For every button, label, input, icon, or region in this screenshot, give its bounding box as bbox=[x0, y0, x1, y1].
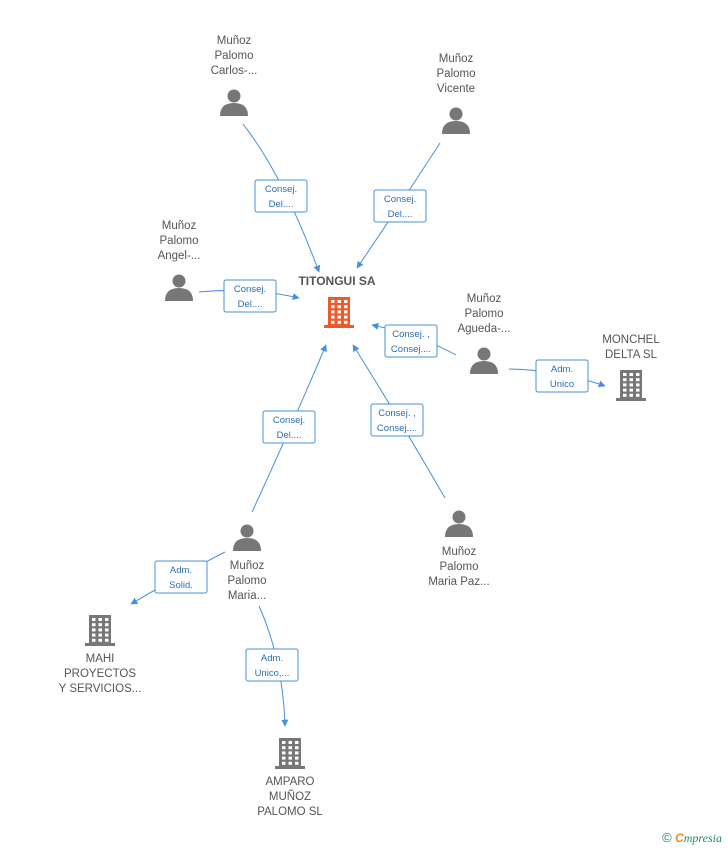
person-icon[interactable] bbox=[233, 524, 261, 552]
footer-brand: © Cmpresia bbox=[662, 830, 722, 846]
person-icon[interactable] bbox=[470, 347, 498, 375]
edge-role-text: Consej. ,Consej.... bbox=[391, 329, 431, 355]
edge-label-maria-amparo[interactable]: Adm.Unico,... bbox=[245, 648, 299, 682]
edge-vicente-center: Consej.Del.... bbox=[356, 142, 441, 269]
person-icon[interactable] bbox=[165, 274, 193, 302]
edge-angel-center: Consej.Del.... bbox=[198, 279, 300, 313]
brand-initial: C bbox=[675, 831, 684, 845]
building-icon[interactable] bbox=[275, 738, 305, 769]
building-icon[interactable] bbox=[616, 370, 646, 401]
edge-label-angel-center[interactable]: Consej.Del.... bbox=[223, 279, 277, 313]
edge-role-text: Adm.Unico bbox=[550, 364, 574, 390]
edge-role-text: Adm.Unico,... bbox=[255, 653, 290, 679]
edge-agueda-center: Consej. ,Consej.... bbox=[371, 322, 457, 358]
brand-name: mpresia bbox=[683, 831, 722, 845]
building-icon[interactable] bbox=[324, 297, 354, 328]
edge-label-vicente-center[interactable]: Consej.Del.... bbox=[373, 189, 427, 223]
edge-label-mariapaz-center[interactable]: Consej. ,Consej.... bbox=[370, 403, 424, 437]
edge-label-maria-center[interactable]: Consej.Del.... bbox=[262, 410, 316, 444]
edge-role-text: Adm.Solid. bbox=[169, 565, 193, 591]
edge-role-text: Consej. ,Consej.... bbox=[377, 408, 417, 434]
edge-role-text: Consej.Del.... bbox=[273, 415, 305, 441]
edge-role-text: Consej.Del.... bbox=[265, 184, 297, 210]
edge-role-text: Consej.Del.... bbox=[234, 284, 266, 310]
edge-label-carlos-center[interactable]: Consej.Del.... bbox=[254, 179, 308, 213]
edge-label-maria-mahi[interactable]: Adm.Solid. bbox=[154, 560, 208, 594]
person-icon[interactable] bbox=[220, 89, 248, 117]
person-icon[interactable] bbox=[445, 510, 473, 538]
edge-agueda-monchel: Adm.Unico bbox=[508, 359, 606, 393]
edge-mariapaz-center: Consej. ,Consej.... bbox=[352, 344, 446, 499]
copyright-icon: © bbox=[662, 830, 672, 845]
center-company-node[interactable]: TITONGUI SA bbox=[298, 274, 376, 328]
center-company-label: TITONGUI SA bbox=[298, 274, 375, 288]
person-icon[interactable] bbox=[442, 107, 470, 135]
edge-carlos-center: Consej.Del.... bbox=[242, 123, 321, 273]
edge-maria-mahi: Adm.Solid. bbox=[130, 551, 226, 605]
edge-maria-amparo: Adm.Unico,... bbox=[245, 605, 299, 727]
edge-maria-center: Consej.Del.... bbox=[251, 344, 327, 513]
edge-role-text: Consej.Del.... bbox=[384, 194, 416, 220]
building-icon[interactable] bbox=[85, 615, 115, 646]
edge-label-agueda-monchel[interactable]: Adm.Unico bbox=[535, 359, 589, 393]
edge-label-agueda-center[interactable]: Consej. ,Consej.... bbox=[384, 324, 438, 358]
